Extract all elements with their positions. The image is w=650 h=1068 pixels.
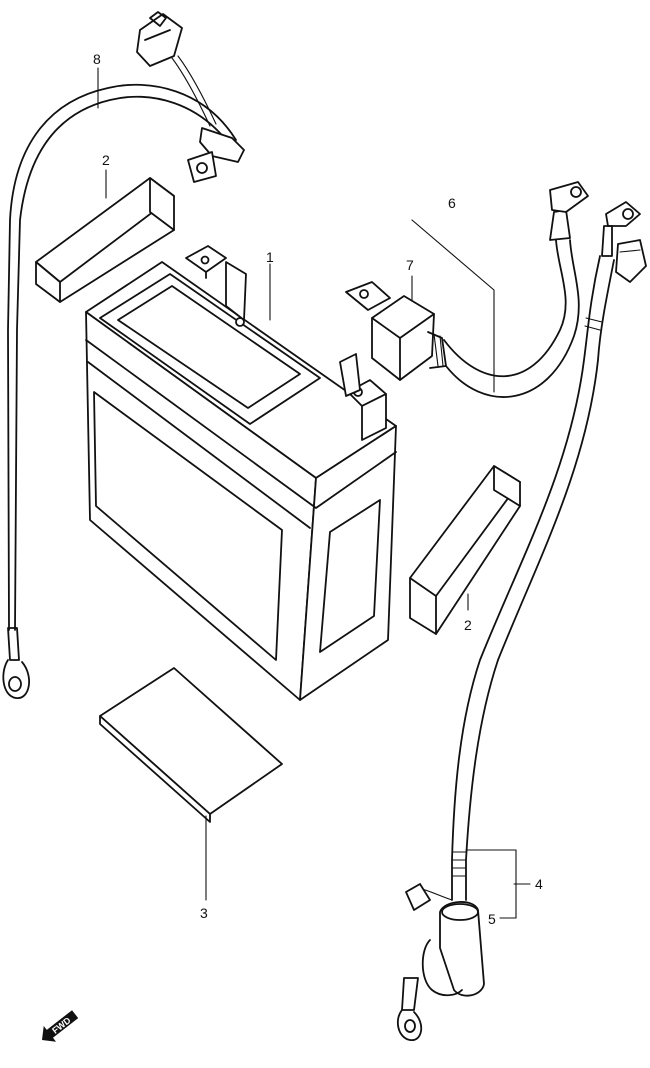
leader-lines bbox=[97, 67, 531, 919]
callout-2-upper: 2 bbox=[102, 152, 110, 168]
part-8-ground-lead bbox=[2, 11, 245, 699]
callout-1: 1 bbox=[266, 249, 274, 265]
part-5-terminal-cover bbox=[396, 901, 485, 1041]
part-7-starter-relay bbox=[345, 181, 589, 398]
callout-3: 3 bbox=[200, 905, 208, 921]
callout-5: 5 bbox=[488, 911, 496, 927]
part-1-battery bbox=[85, 245, 397, 701]
callout-7: 7 bbox=[406, 257, 414, 273]
callout-8: 8 bbox=[93, 51, 101, 67]
callout-labels: 1 2 2 3 4 5 6 7 8 bbox=[93, 51, 543, 927]
fwd-arrow-icon: FWD bbox=[42, 1010, 79, 1042]
callout-6: 6 bbox=[448, 195, 456, 211]
callout-2-lower: 2 bbox=[464, 617, 472, 633]
part-2-pad-upper bbox=[35, 177, 175, 303]
callout-4: 4 bbox=[535, 876, 543, 892]
part-2-pad-lower bbox=[409, 465, 521, 635]
part-3-sheet bbox=[99, 667, 283, 823]
part-4-battery-lead bbox=[405, 201, 647, 911]
